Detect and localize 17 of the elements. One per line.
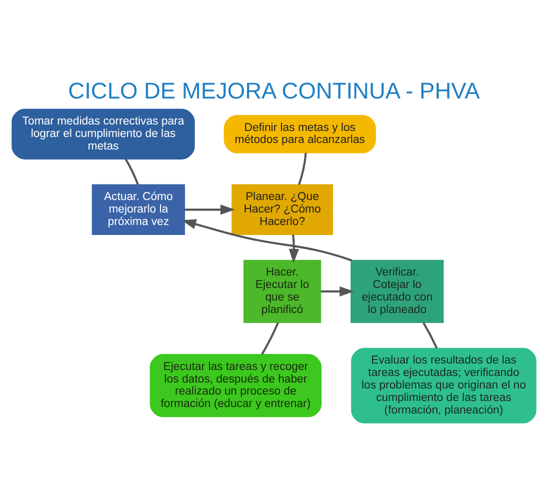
node-box: Ejecutar las tareas y recoger los datos, después de haber realizado un proceso de formación (educar y entrenar) <box>150 354 322 417</box>
connector <box>422 322 438 348</box>
arrow <box>182 218 353 261</box>
arrow <box>184 204 235 214</box>
connector <box>298 152 307 184</box>
node-box: Evaluar los resultados de las tareas ejecutadas; verificando los problemas que originan el no cumplimiento de las tareas (formación, planeación) <box>351 347 536 423</box>
node-box: Actuar. Cómo mejorarlo la próxima vez <box>92 184 185 235</box>
node-box: Planear. ¿Que Hacer? ¿Cómo Hacerlo? <box>232 184 333 235</box>
connector <box>124 158 139 185</box>
arrow <box>320 286 354 296</box>
diagram-title: CICLO DE MEJORA CONTINUA - PHVA <box>68 76 480 103</box>
connector <box>261 322 279 354</box>
node-box: Tomar medidas correctivas para lograr el cumplimiento de las metas <box>12 108 195 159</box>
arrow <box>288 234 300 263</box>
node-box: Definir las metas y los métodos para alcanzarlas <box>224 114 376 153</box>
node-box: Hacer. Ejecutar lo que se planificó <box>243 259 322 322</box>
node-box: Verificar. Cotejar lo ejecutado con lo planeado <box>350 259 444 322</box>
